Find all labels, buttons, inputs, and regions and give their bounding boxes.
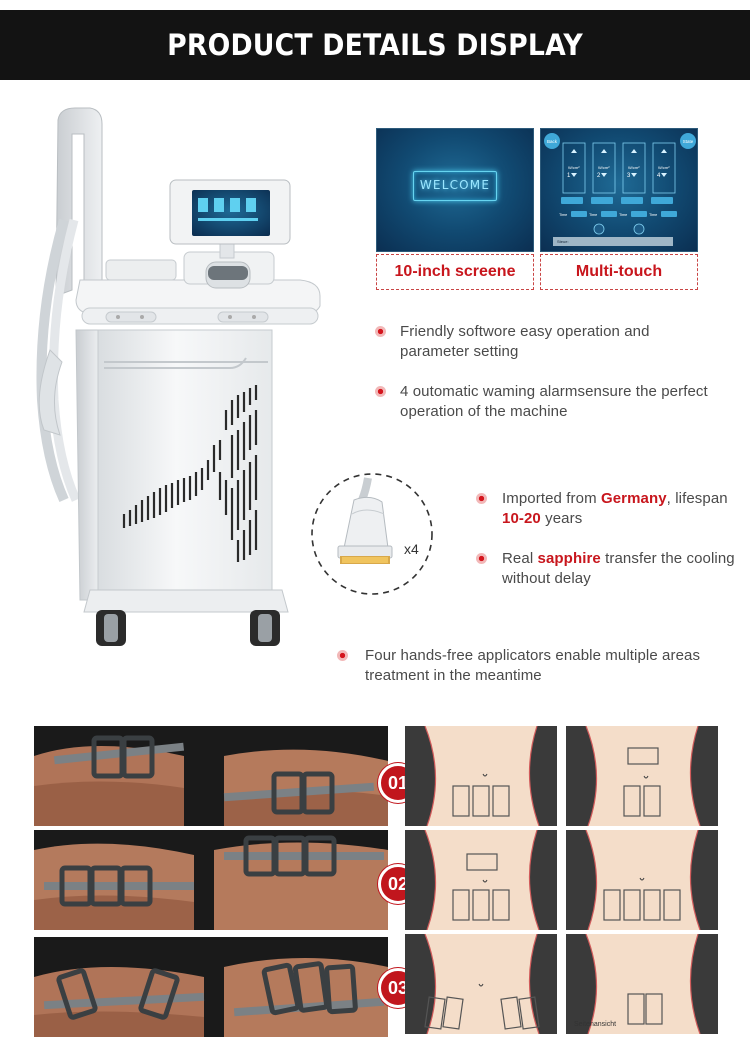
body-diagram-1a <box>405 726 557 826</box>
bullet-dot <box>375 386 386 397</box>
bullet-dot <box>375 326 386 337</box>
machine-illustration <box>36 107 321 646</box>
feature-germany-highlight: Germany <box>600 490 667 507</box>
feature-germany-prefix: Imported from <box>502 490 601 507</box>
bullet-dot <box>476 553 487 564</box>
feature-sapphire-highlight: sapphire <box>537 550 601 567</box>
applicator-illustration: x4 <box>311 473 433 595</box>
bullet-dot <box>337 650 348 661</box>
feature-hands-free: Four hands-free applicators enable multi… <box>365 647 701 684</box>
channel-number-3: 3 <box>627 173 631 179</box>
channel-number-2: 2 <box>597 173 601 179</box>
channel-number-1: 1 <box>567 173 571 179</box>
treatment-photo-2 <box>34 830 388 930</box>
body-diagram-2b <box>566 830 718 930</box>
screen-multitouch-image: Back State W/cm² W/cm² W/cm² W/cm² 1 2 3… <box>540 128 698 252</box>
treatment-photo-3 <box>34 937 388 1037</box>
body-diagram-2a <box>405 830 557 930</box>
header-banner: PRODUCT DETAILS DISPLAY <box>0 0 750 86</box>
feature-sapphire: Real sapphire transfer the cooling witho… <box>502 549 742 589</box>
time-label-4: Time <box>649 213 657 217</box>
feature-germany: Imported from Germany, lifespan 10-20 ye… <box>502 489 742 529</box>
caption-screen: 10-inch screene <box>376 254 534 290</box>
channel-unit-4: W/cm² <box>658 165 670 170</box>
feature-germany-middle: , lifespan <box>666 490 728 507</box>
body-diagram-1b <box>566 726 718 826</box>
channel-unit-2: W/cm² <box>598 165 610 170</box>
channel-number-4: 4 <box>657 173 661 179</box>
feature-alarms: 4 outomatic waming alarmsensure the perf… <box>400 383 708 420</box>
feature-lifespan-highlight: 10-20 <box>502 510 541 527</box>
feature-software: Friendly softwore easy operation and par… <box>400 323 650 360</box>
screen-welcome-image: WELCOME <box>376 128 534 252</box>
feature-lifespan-suffix: years <box>540 510 583 527</box>
body-diagram-3b: Seitenansicht <box>566 934 718 1034</box>
bullet-dot <box>476 493 487 504</box>
welcome-text: WELCOME <box>419 178 491 192</box>
state-label: State <box>683 139 694 144</box>
channel-unit-1: W/cm² <box>568 165 580 170</box>
feature-sapphire-prefix: Real <box>502 550 538 567</box>
back-label: Back <box>547 139 558 144</box>
welcome-frame: WELCOME <box>413 171 497 201</box>
time-label-1: Time <box>559 213 567 217</box>
caption-multitouch: Multi-touch <box>540 254 698 290</box>
page-title: PRODUCT DETAILS DISPLAY <box>167 28 583 62</box>
feature-sapphire-suffix: transfer the cooling without delay <box>502 550 735 587</box>
time-label-2: Time <box>589 213 597 217</box>
treatment-photo-1 <box>34 726 388 826</box>
side-view-label: Seitenansicht <box>574 1021 617 1028</box>
time-label-3: Time <box>619 213 627 217</box>
applicator-count: x4 <box>404 541 419 557</box>
status-label: Steue: <box>557 239 569 244</box>
channel-unit-3: W/cm² <box>628 165 640 170</box>
body-diagram-3a <box>405 934 557 1034</box>
multitouch-ui-graphic: Back State W/cm² W/cm² W/cm² W/cm² 1 2 3… <box>544 133 696 246</box>
header-bar <box>0 10 750 80</box>
